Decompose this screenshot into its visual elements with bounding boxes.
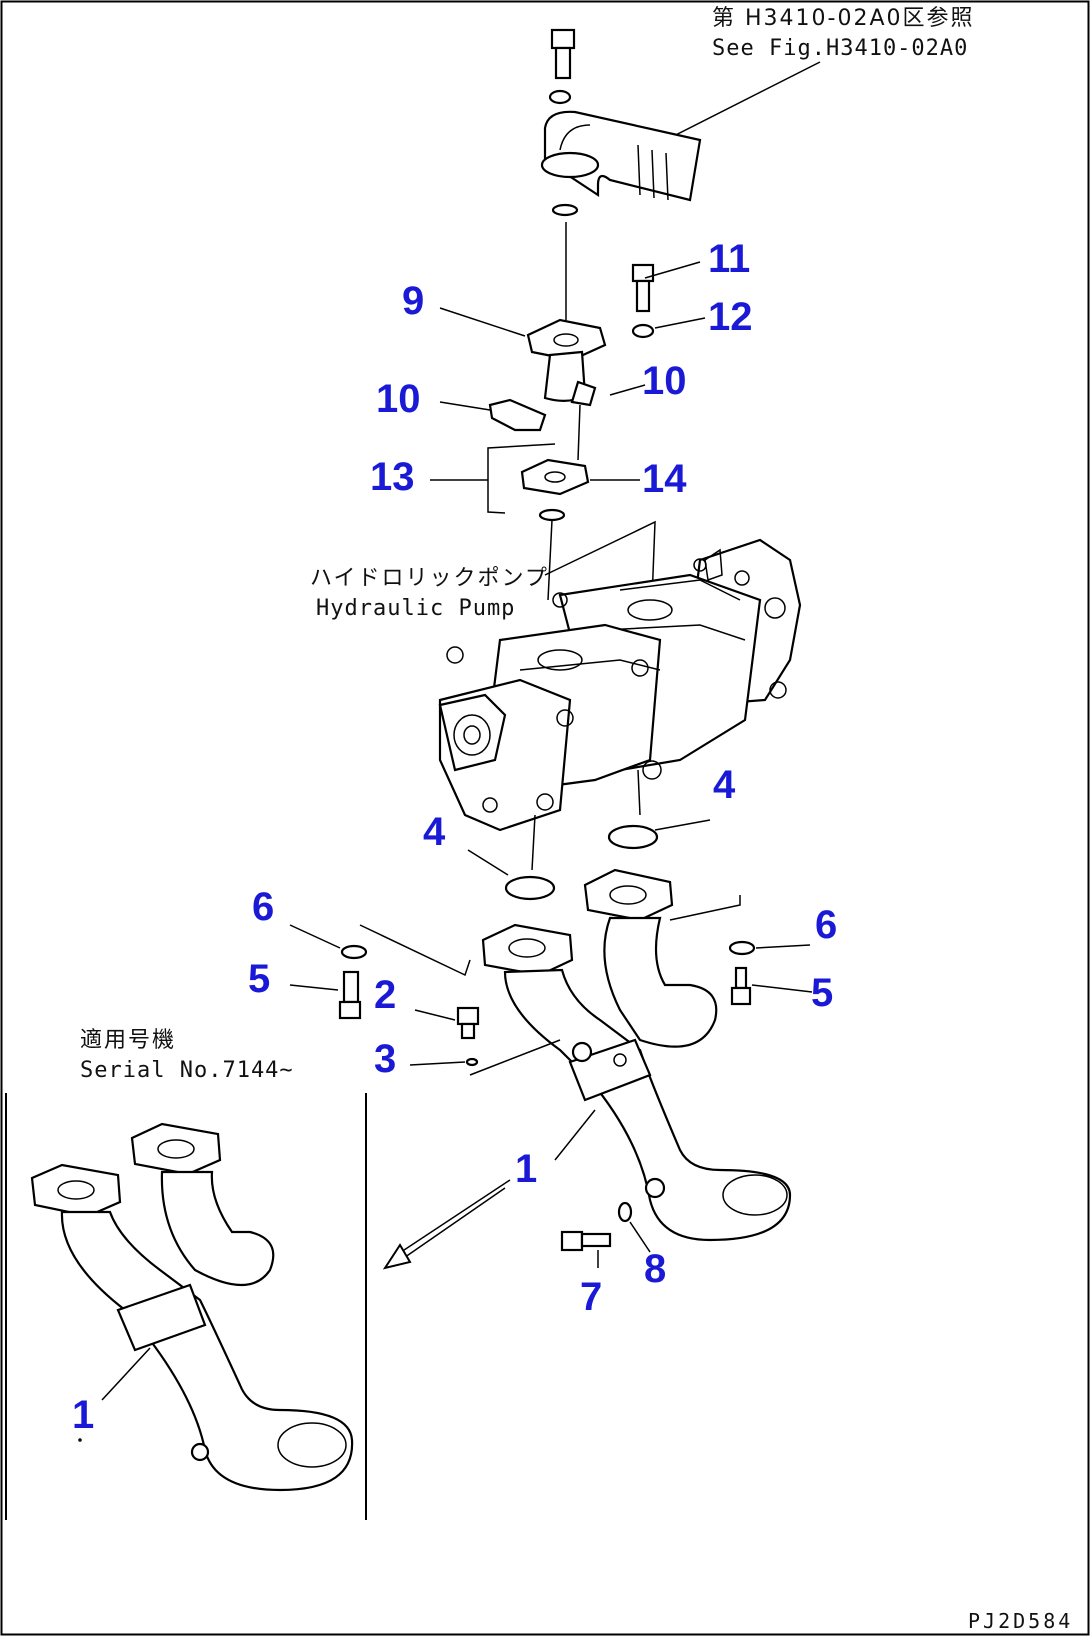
callout-14: 14 [642,457,687,501]
bolt-5-right [730,966,752,1006]
direction-arrow [382,1179,511,1270]
callout-12: 12 [708,295,753,339]
split-flange-10-right [570,380,597,407]
upper-hose-elbow [540,110,702,202]
reference-note-en: See Fig.H3410-02A0 [712,36,968,61]
washer-6-left [340,944,368,960]
hydraulic-pump-body [438,538,802,832]
pipe-callout-leader-1 [554,1109,596,1161]
drawing-code: PJ2D584 [968,1609,1073,1633]
oring-13 [538,508,566,522]
oring-4-left [504,875,556,901]
callout-5-left: 5 [248,957,270,1001]
washer-6-right [728,940,756,956]
bolt-5-left [338,970,362,1020]
serial-note-jp: 適用号機 [80,1028,176,1053]
serial-note-en: Serial No.7144~ [80,1058,294,1083]
reference-note-jp: 第 H3410-02A0区参照 [712,6,975,31]
callout-5-right: 5 [811,971,833,1015]
callout-11: 11 [708,237,750,281]
callout-10-right: 10 [642,359,687,403]
upper-bolt [550,28,576,80]
callout-7: 7 [580,1275,602,1319]
callout-1-inset: 1 [72,1393,94,1437]
upper-oring [551,203,579,217]
bolt-11 [631,263,655,313]
flange-14 [520,458,590,496]
callout-3: 3 [374,1037,396,1081]
inset-pipe-1 [30,1122,354,1492]
pump-label-jp: ハイドロリックポンプ [310,566,549,591]
callout-6-left: 6 [252,885,274,929]
callout-1-main: 1 [515,1147,537,1191]
callout-10-left: 10 [376,377,421,421]
washer-8 [617,1201,633,1223]
callout-8: 8 [644,1247,666,1291]
callout-2: 2 [374,973,396,1017]
callout-6-right: 6 [815,903,837,947]
callout-13: 13 [370,455,415,499]
plug-2 [456,1006,480,1040]
suction-pipe-1 [481,868,792,1242]
washer-12 [631,323,655,339]
bolt-7 [560,1230,612,1252]
pump-label-en: Hydraulic Pump [316,596,515,621]
inset-leader-1 [101,1347,151,1401]
callout-9: 9 [402,279,424,323]
flange-axis-line [577,404,581,461]
callout-4-left: 4 [423,810,446,854]
callout-4-right: 4 [713,763,736,807]
oring-4-right [607,824,659,850]
upper-washer [548,89,572,105]
oring-3 [465,1057,479,1067]
split-flange-10-left [488,398,547,432]
